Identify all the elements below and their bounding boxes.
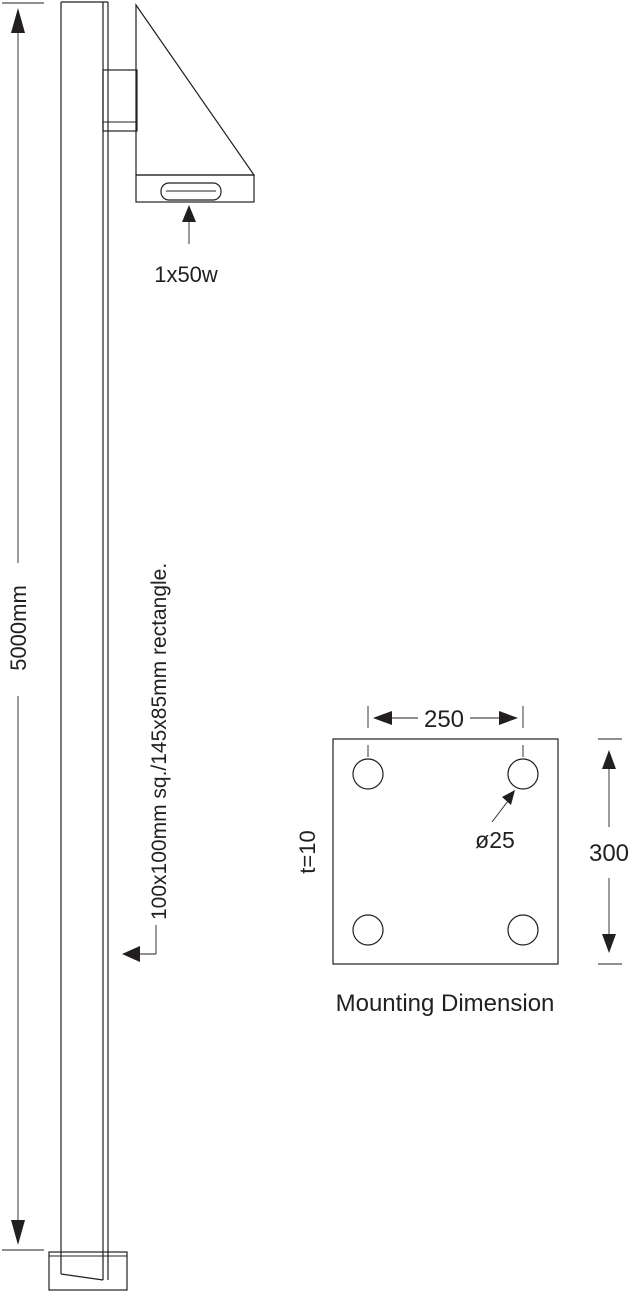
pole-section-callout: 100x100mm sq./145x85mm rectangle. [122, 563, 171, 962]
base-plate-side [48, 1251, 128, 1291]
section-arrow-head [122, 946, 140, 962]
luminaire-triangle [135, 3, 256, 176]
bracket-body [102, 69, 138, 132]
height-arrow-bottom [11, 1220, 25, 1245]
lamp-lens [160, 182, 222, 201]
plate-height-label: 300 [589, 840, 629, 867]
hole-top-left [352, 758, 384, 790]
width-arrow-right [499, 711, 518, 725]
hole-arrow-head [502, 790, 515, 805]
mounting-plate [332, 738, 559, 965]
lamp-label: 1x50w [154, 262, 218, 287]
width-arrow-left [373, 711, 392, 725]
thickness-label: t=10 [295, 830, 320, 873]
hole-top-right [507, 758, 539, 790]
hole-bottom-right [507, 914, 539, 946]
plate-height-dimension: 300 [589, 738, 629, 965]
lamp-arrow-head [182, 205, 196, 222]
height-arrow-top [11, 8, 25, 33]
hole-diameter-label: ø25 [475, 827, 515, 853]
plate-height-arrow-bottom [602, 934, 616, 953]
lamp-callout: 1x50w [154, 205, 218, 287]
hole-diameter-callout: ø25 [475, 790, 515, 853]
pole-foot-slant [60, 1273, 104, 1281]
base-plate-outline [48, 1251, 128, 1291]
hole-bottom-left [352, 914, 384, 946]
plate-caption: Mounting Dimension [336, 990, 555, 1017]
plate-width-dimension: 250 [367, 706, 524, 757]
plate-width-label: 250 [424, 706, 464, 733]
height-dimension: 5000mm [2, 2, 44, 1251]
hole-leader [491, 800, 509, 823]
mounting-plate-outline [332, 738, 559, 965]
height-label: 5000mm [6, 585, 31, 671]
pole-section-label: 100x100mm sq./145x85mm rectangle. [148, 563, 171, 920]
luminaire-housing [135, 174, 255, 203]
pole [60, 1, 109, 1281]
arm-bracket [102, 69, 138, 132]
plate-height-arrow-top [602, 750, 616, 769]
luminaire-head [135, 3, 256, 203]
